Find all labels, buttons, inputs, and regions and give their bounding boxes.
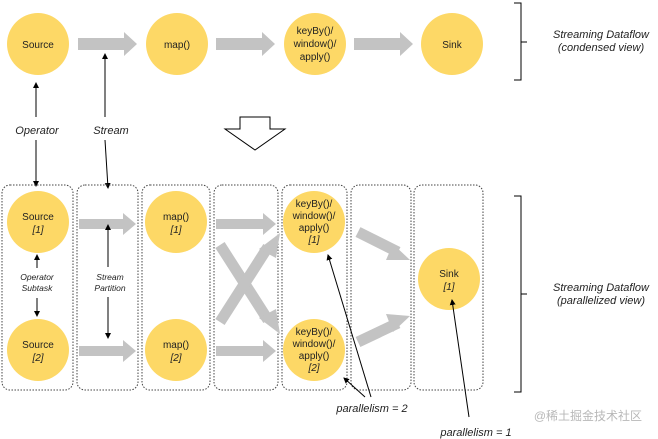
source2-line2: [2] bbox=[31, 353, 43, 364]
source2-node bbox=[7, 319, 69, 381]
keyby1-line2: window()/ bbox=[292, 211, 336, 222]
map2-node bbox=[145, 319, 207, 381]
source1-line2: [1] bbox=[31, 225, 43, 236]
map1-line1: map() bbox=[163, 212, 189, 223]
parallel-bracket bbox=[514, 195, 527, 393]
condensed-keyby-node bbox=[284, 13, 346, 75]
sink1-line2: [1] bbox=[442, 282, 454, 293]
parallelism1-pointer-sink bbox=[449, 299, 470, 418]
box-stream-1 bbox=[76, 184, 139, 391]
condensed-arrow-source-map bbox=[78, 32, 137, 56]
arrow-map2-keyby1-head bbox=[259, 233, 280, 258]
arrow-keyby2-sink-head bbox=[386, 314, 410, 332]
condensed-arrow-keyby-sink bbox=[354, 32, 413, 56]
box-keyby bbox=[281, 184, 348, 391]
box-stream-3 bbox=[350, 184, 412, 391]
condensed-source-label: Source bbox=[22, 40, 54, 51]
condensed-map-label: map() bbox=[164, 40, 190, 51]
stream-partition-line1: Stream bbox=[96, 272, 123, 282]
parallelism-2-label: parallelism = 2 bbox=[335, 403, 407, 415]
stream-pointer-line-down bbox=[104, 139, 111, 189]
map1-line2: [1] bbox=[169, 225, 181, 236]
arrow-keyby1-sink-head bbox=[386, 244, 410, 260]
keyby2-line3: apply() bbox=[299, 351, 330, 362]
condensed-keyby-line2: window()/ bbox=[293, 39, 337, 50]
keyby2-node bbox=[283, 319, 345, 381]
arrow-map1-keyby2-head bbox=[259, 309, 280, 334]
keyby2-line4: [2] bbox=[307, 363, 319, 374]
sink1-line1: Sink bbox=[439, 269, 459, 280]
keyby1-line1: keyBy()/ bbox=[296, 199, 333, 210]
stream-label: Stream bbox=[93, 125, 128, 137]
box-source bbox=[1, 184, 74, 391]
box-map bbox=[141, 184, 211, 391]
annotations-top: Operator Stream bbox=[15, 53, 129, 189]
condensed-sink-label: Sink bbox=[442, 40, 462, 51]
parallelism-1-label: parallelism = 1 bbox=[439, 427, 511, 439]
arrow-source2-map2 bbox=[79, 340, 136, 362]
keyby1-line3: apply() bbox=[299, 223, 330, 234]
condensed-arrow-map-keyby bbox=[216, 32, 275, 56]
operator-subtask-line1: Operator bbox=[20, 272, 55, 282]
arrow-map1-keyby1 bbox=[216, 213, 276, 235]
box-sink bbox=[413, 184, 484, 391]
keyby2-line1: keyBy()/ bbox=[296, 327, 333, 338]
condensed-map-node bbox=[146, 13, 208, 75]
source1-node bbox=[7, 191, 69, 253]
box-stream-2 bbox=[213, 184, 279, 391]
operator-subtask-line2: Subtask bbox=[22, 283, 53, 293]
condensed-view: Source map() keyBy()/ window()/ apply() … bbox=[7, 2, 650, 81]
condensed-caption-line1: Streaming Dataflow bbox=[553, 29, 650, 41]
keyby2-line2: window()/ bbox=[292, 339, 336, 350]
map2-line1: map() bbox=[163, 340, 189, 351]
sink1-node bbox=[418, 248, 480, 310]
condensed-keyby-line1: keyBy()/ bbox=[297, 26, 334, 37]
condensed-keyby-line3: apply() bbox=[300, 52, 331, 63]
parallelism2-pointer-keyby1 bbox=[326, 254, 372, 398]
transform-down-arrow bbox=[223, 116, 287, 151]
parallel-caption-line2: (parallelized view) bbox=[557, 295, 645, 307]
condensed-bracket bbox=[514, 2, 527, 81]
parallel-caption-line1: Streaming Dataflow bbox=[553, 282, 650, 294]
keyby1-node bbox=[283, 191, 345, 253]
condensed-source-node bbox=[7, 13, 69, 75]
map2-line2: [2] bbox=[169, 353, 181, 364]
condensed-sink-node bbox=[421, 13, 483, 75]
watermark: @稀土掘金技术社区 bbox=[534, 408, 642, 423]
map1-node bbox=[145, 191, 207, 253]
condensed-caption-line2: (condensed view) bbox=[558, 42, 645, 54]
stream-partition-line2: Partition bbox=[94, 283, 125, 293]
arrow-map2-keyby1 bbox=[215, 244, 273, 325]
source2-line1: Source bbox=[22, 340, 54, 351]
arrow-map2-keyby2 bbox=[216, 340, 276, 362]
source1-line1: Source bbox=[22, 212, 54, 223]
operator-label: Operator bbox=[15, 125, 60, 137]
parallelism2-pointer-keyby2 bbox=[343, 377, 366, 398]
keyby1-line4: [1] bbox=[307, 235, 319, 246]
parallel-view: Source [1] Source [2] map() [1] map() [2… bbox=[1, 184, 650, 439]
